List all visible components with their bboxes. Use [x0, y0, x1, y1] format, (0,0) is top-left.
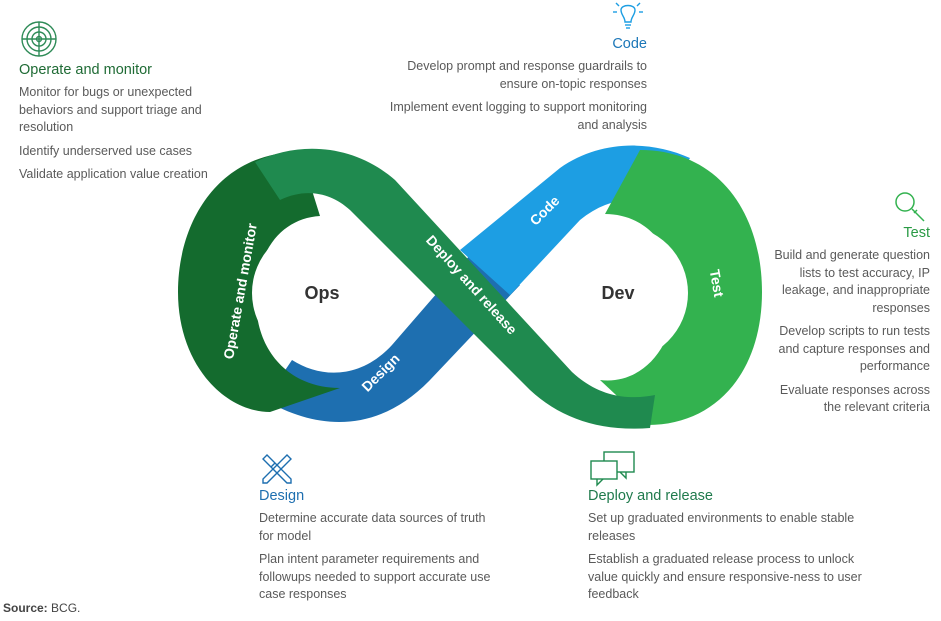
test-block: Test Build and generate question lists t…: [760, 225, 930, 423]
test-segment-label: Test: [707, 268, 728, 298]
operate-title: Operate and monitor: [19, 62, 152, 78]
test-item: Evaluate responses across the relevant c…: [779, 382, 930, 415]
operate-item: Validate application value creation: [19, 167, 208, 181]
code-item: Implement event logging to support monit…: [389, 100, 647, 132]
ops-hole: [252, 225, 388, 361]
design-item: Determine accurate data sources of truth…: [259, 511, 486, 543]
lightbulb-icon: [613, 2, 643, 29]
source-label: Source:: [3, 601, 48, 615]
code-block: Code Develop prompt and response guardra…: [368, 36, 647, 140]
code-title: Code: [612, 36, 647, 52]
design-block: Design Determine accurate data sources o…: [259, 488, 499, 610]
magnifier-icon: [895, 192, 925, 222]
operate-item: Identify underserved use cases: [19, 143, 193, 158]
test-item: Build and generate question lists to tes…: [774, 248, 930, 315]
deploy-item: Set up graduated environments to enable …: [588, 511, 855, 543]
code-item: Develop prompt and response guardrails t…: [407, 59, 647, 91]
deploy-block: Deploy and release Set up graduated envi…: [588, 488, 873, 610]
dev-label: Dev: [601, 283, 634, 303]
test-item: Develop scripts to run tests and capture…: [778, 324, 931, 373]
deploy-title: Deploy and release: [588, 488, 713, 504]
operate-segment: [178, 152, 340, 412]
pencil-ruler-icon: [262, 454, 292, 484]
dev-hole: [552, 225, 688, 361]
test-title: Test: [903, 225, 930, 241]
chat-bubbles-icon: [590, 451, 635, 487]
source-value: BCG.: [51, 601, 81, 615]
deploy-segment: [255, 148, 655, 429]
source-note: Source: BCG.: [3, 601, 80, 615]
ops-label: Ops: [304, 283, 339, 303]
design-item: Plan intent parameter requirements and f…: [259, 552, 491, 601]
operate-item: Monitor for bugs or unexpected behaviors…: [19, 85, 202, 134]
target-icon: [21, 21, 57, 57]
deploy-item: Establish a graduated release process to…: [588, 552, 862, 601]
design-title: Design: [259, 488, 305, 504]
operate-block: Operate and monitor Monitor for bugs or …: [19, 62, 239, 190]
